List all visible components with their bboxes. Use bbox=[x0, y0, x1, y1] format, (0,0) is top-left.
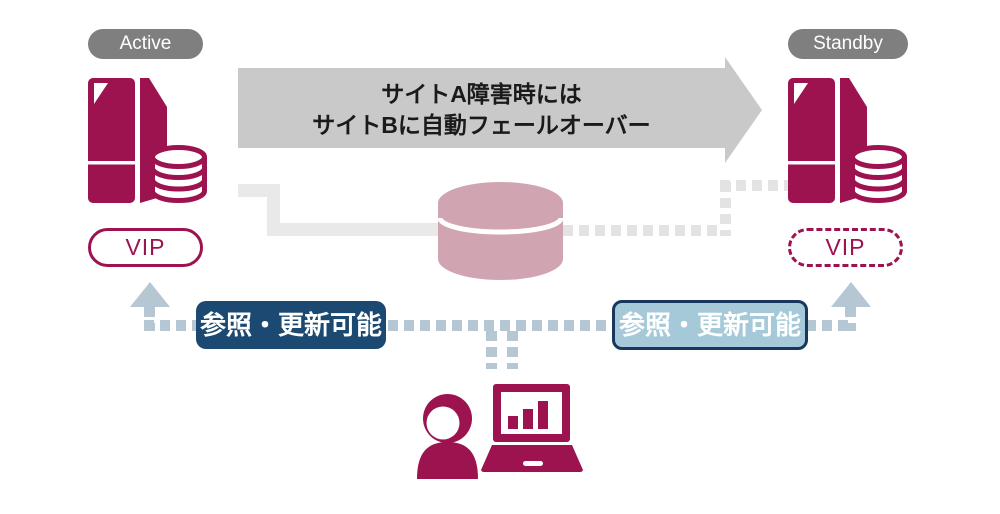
user-access-stem bbox=[507, 331, 518, 369]
replication-line-a bbox=[267, 223, 439, 236]
access-line bbox=[144, 320, 198, 331]
site-b-vip-pill: VIP bbox=[788, 228, 903, 267]
user-access-stem bbox=[486, 331, 497, 369]
up-arrow-stem bbox=[144, 307, 155, 331]
failover-arrow-line1: サイトA障害時には bbox=[381, 81, 582, 107]
access-label-a: 参照・更新可能 bbox=[196, 301, 386, 349]
access-line bbox=[388, 320, 612, 331]
site-a-vip-pill: VIP bbox=[88, 228, 203, 267]
up-arrow-stem bbox=[845, 307, 856, 331]
site-a-status-badge: Active bbox=[88, 29, 203, 59]
site-b-status-badge: Standby bbox=[788, 29, 908, 59]
access-label-b: 参照・更新可能 bbox=[612, 300, 808, 350]
server-database-icon bbox=[788, 78, 907, 203]
server-database-icon bbox=[88, 78, 207, 203]
database-cylinder-icon bbox=[438, 182, 563, 280]
up-arrow-icon bbox=[831, 282, 871, 307]
user-laptop-icon bbox=[415, 378, 590, 483]
failover-arrow-text: サイトA障害時には サイトBに自動フェールオーバー bbox=[238, 79, 725, 141]
failover-arrow-line2: サイトBに自動フェールオーバー bbox=[312, 112, 651, 138]
failover-arrow-shape bbox=[238, 57, 762, 163]
replication-line-b bbox=[720, 180, 788, 191]
replication-line-b bbox=[563, 225, 723, 236]
up-arrow-icon bbox=[130, 282, 170, 307]
replication-line-b bbox=[720, 182, 731, 236]
access-line bbox=[806, 320, 854, 331]
